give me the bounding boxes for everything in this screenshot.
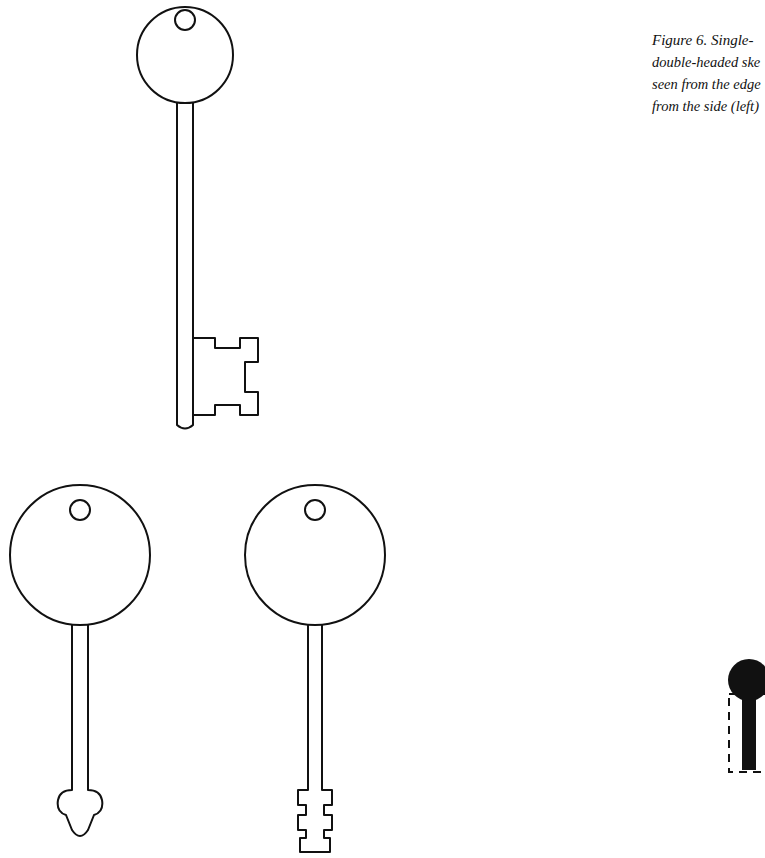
key-bit (193, 338, 258, 415)
figure-caption-line: Figure 6. Single- (652, 30, 754, 50)
edge-bow (728, 659, 765, 701)
edge-shaft (742, 690, 756, 770)
figure-caption-line: double-headed ske (652, 52, 760, 72)
key-hole (70, 500, 90, 520)
key-hole (305, 500, 325, 520)
key-bow (137, 7, 233, 103)
key-hole (175, 10, 195, 30)
key-shaft (58, 620, 103, 836)
key-bow (245, 485, 385, 625)
key-bow (10, 485, 150, 625)
key-shaft (177, 95, 193, 429)
key-shaft (298, 620, 332, 852)
figure-caption-line: from the side (left) (652, 96, 759, 116)
figure-caption-line: seen from the edge (652, 74, 761, 94)
